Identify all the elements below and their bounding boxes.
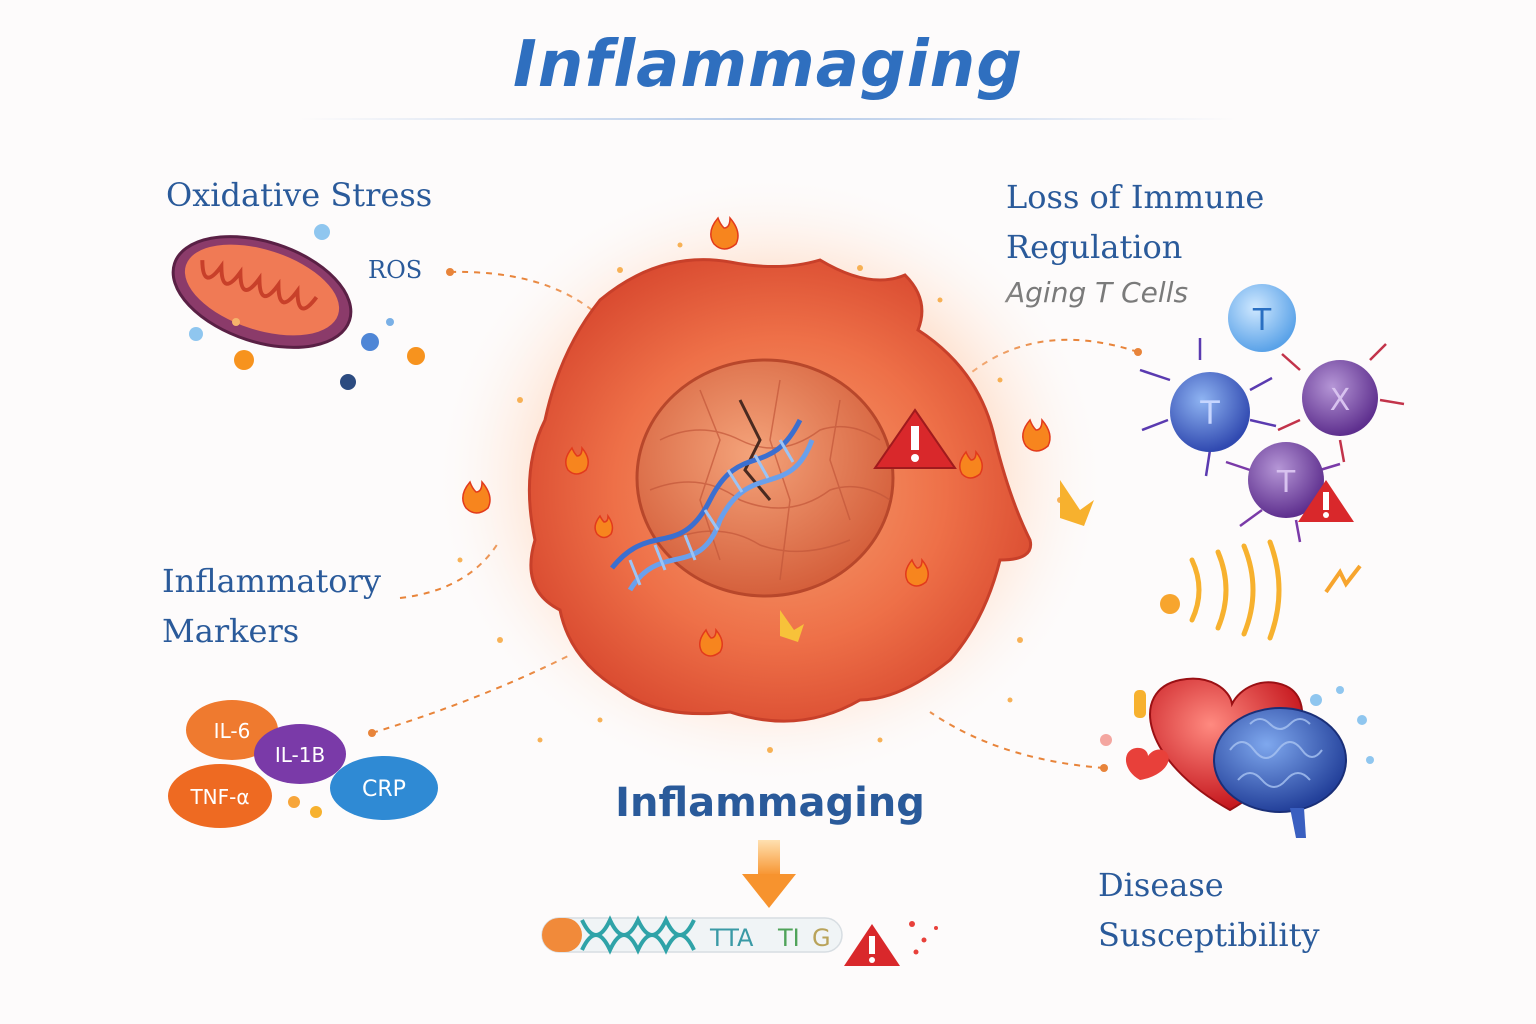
ros-label: ROS [368, 256, 423, 284]
signal-waves-icon [1189, 539, 1282, 641]
page-title: Inflammaging [512, 28, 1024, 102]
connector-dot [446, 268, 454, 276]
dna-seq-2: TI [777, 924, 800, 952]
warning-icon [1298, 480, 1354, 522]
il1b-pill [254, 724, 346, 784]
connector-dot [368, 729, 376, 737]
dna-seq-3: G [812, 924, 831, 952]
ros-particles [189, 224, 425, 390]
t-cell-letter: T [1276, 465, 1296, 500]
warning-icon [873, 408, 957, 469]
t-cell-icon [1277, 343, 1405, 463]
spark-icon [1324, 564, 1362, 594]
dna-helix-icon [580, 915, 696, 955]
crp-pill [330, 756, 438, 820]
crp-label: CRP [362, 777, 406, 802]
t-cell-icon [1228, 284, 1296, 352]
immune-heading: Loss of Immune Regulation [1006, 172, 1264, 272]
markers-heading-line1: Inflammatory [162, 562, 381, 600]
dna-helix-icon [610, 418, 815, 592]
connector-cytokines [371, 654, 571, 734]
arrow-down-icon [742, 840, 796, 908]
connector-dot [1100, 764, 1108, 772]
il6-label: IL-6 [214, 719, 251, 743]
dna-seq-1: TTA [709, 924, 754, 952]
immune-heading-line1: Loss of Immune [1006, 178, 1265, 216]
t-cell-icon [1225, 460, 1341, 543]
immune-heading-line2: Regulation [1006, 228, 1183, 266]
disease-heading-line2: Susceptibility [1098, 916, 1320, 954]
spark-particle [1160, 594, 1180, 614]
t-cell-cluster: T T X T [1139, 284, 1405, 543]
spark-icon [780, 610, 804, 642]
spark-icon [1060, 480, 1094, 526]
t-cell-icon [1248, 442, 1324, 518]
t-cell-icon [1139, 338, 1277, 477]
markers-heading: Inflammatory Markers [162, 556, 381, 656]
t-cell-letter: X [1330, 383, 1351, 418]
t-cell-letter: T [1252, 303, 1272, 338]
inflamed-cell-icon [440, 180, 1100, 780]
tnf-pill [168, 764, 272, 828]
t-cell-letter: T [1199, 394, 1220, 432]
warning-icon [844, 924, 900, 966]
dna-fragments [909, 921, 938, 955]
t-cell-icon [1170, 372, 1250, 452]
title-divider [300, 118, 1236, 120]
t-cell-icon [1302, 360, 1378, 436]
center-label: Inflammaging [615, 780, 925, 826]
flame-icon [462, 215, 1051, 657]
nucleus [635, 358, 895, 598]
disease-heading: Disease Susceptibility [1098, 860, 1320, 960]
dna-strip: TTA TI G [541, 915, 938, 966]
mitochondrion-icon [171, 235, 353, 349]
il1b-label: IL-1B [275, 743, 325, 767]
il6-pill [186, 700, 278, 760]
connector-dot [1134, 348, 1142, 356]
connector-disease [929, 711, 1105, 769]
oxidative-stress-heading: Oxidative Stress [166, 176, 433, 214]
cytokine-pills: IL-6 TNF-α IL-1B CRP [168, 700, 438, 828]
markers-heading-line2: Markers [162, 612, 300, 650]
tnf-label: TNF-α [189, 785, 249, 809]
brain-icon [1213, 707, 1347, 838]
bubble-particles [1100, 686, 1374, 764]
disease-heading-line1: Disease [1098, 866, 1224, 904]
